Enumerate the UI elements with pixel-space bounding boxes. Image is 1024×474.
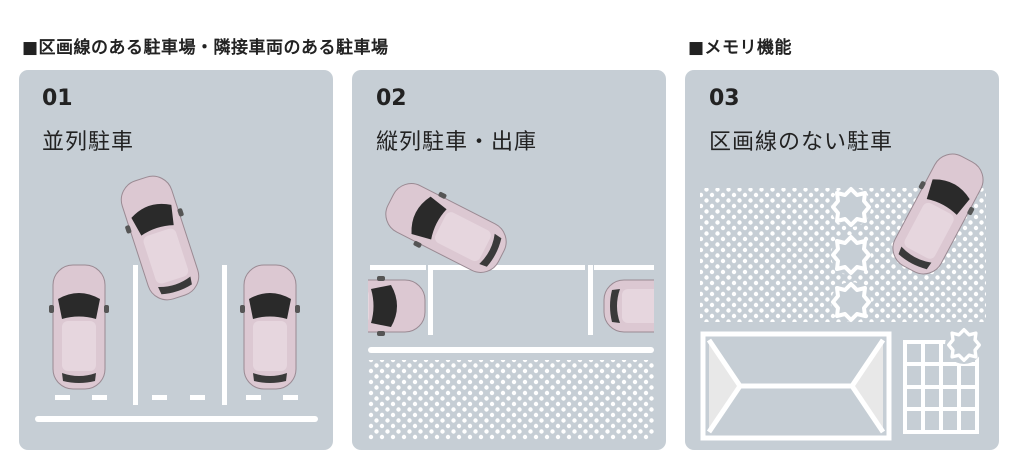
panel-title: 縦列駐車・出庫	[376, 130, 538, 155]
panel-parallel-row-parking	[352, 70, 666, 450]
car	[239, 264, 301, 390]
section-title-memory-function: ■メモリ機能	[688, 38, 793, 58]
panel-number: 02	[376, 86, 407, 111]
panel-number: 01	[42, 86, 73, 111]
panel-parallel-parking	[19, 70, 333, 450]
panel-no-lines-parking	[685, 70, 999, 450]
section-title-marked-parking: ■区画線のある駐車場・隣接車両のある駐車場	[22, 38, 389, 58]
panel-number: 03	[709, 86, 740, 111]
panel-title: 並列駐車	[42, 130, 135, 155]
car	[48, 264, 110, 390]
panel-title: 区画線のない駐車	[709, 130, 894, 155]
building-roof	[700, 331, 892, 441]
